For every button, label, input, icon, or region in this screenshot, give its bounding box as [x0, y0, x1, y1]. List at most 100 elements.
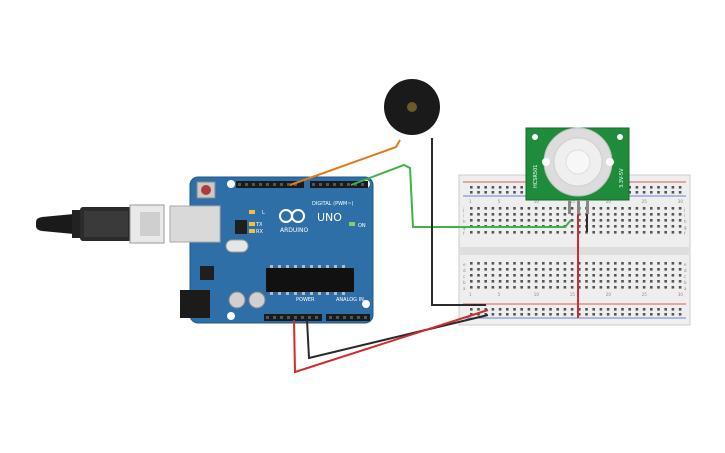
- breadboard-hole: [484, 191, 487, 194]
- breadboard-hole: [477, 308, 480, 311]
- breadboard-hole: [527, 213, 531, 216]
- breadboard-hole: [556, 207, 559, 210]
- breadboard-row-letter: a: [463, 286, 466, 291]
- breadboard-hole: [592, 207, 595, 210]
- breadboard-hole: [621, 207, 624, 210]
- breadboard-hole: [563, 231, 567, 234]
- breadboard-hole: [599, 219, 603, 222]
- breadboard-hole: [635, 225, 639, 228]
- breadboard-hole: [498, 213, 502, 216]
- breadboard-hole: [642, 191, 646, 194]
- breadboard-column-number: 5: [498, 292, 501, 297]
- breadboard-hole: [570, 313, 574, 316]
- breadboard-hole: [614, 308, 617, 311]
- breadboard-hole: [527, 313, 531, 316]
- breadboard-hole: [549, 313, 552, 316]
- breadboard-hole: [513, 274, 516, 277]
- breadboard-hole: [563, 313, 567, 316]
- breadboard-row-letter: j: [683, 207, 685, 212]
- breadboard-hole: [534, 213, 538, 216]
- breadboard-hole: [606, 274, 610, 277]
- breadboard-hole: [606, 268, 610, 271]
- breadboard-hole: [678, 268, 682, 271]
- breadboard-hole: [470, 274, 473, 277]
- breadboard-hole: [506, 274, 509, 277]
- breadboard-hole: [563, 213, 567, 216]
- breadboard-hole: [578, 274, 581, 277]
- breadboard-hole: [621, 308, 624, 311]
- breadboard-hole: [628, 262, 631, 265]
- breadboard-hole: [520, 191, 523, 194]
- breadboard-hole: [614, 286, 617, 289]
- breadboard-hole: [477, 213, 480, 216]
- breadboard-hole: [614, 213, 617, 216]
- breadboard-hole: [628, 313, 631, 316]
- breadboard-hole: [578, 262, 581, 265]
- breadboard-hole: [650, 219, 653, 222]
- breadboard-hole: [650, 313, 653, 316]
- breadboard-hole: [556, 286, 559, 289]
- breadboard-hole: [491, 268, 495, 271]
- breadboard-hole: [513, 213, 516, 216]
- breadboard-hole: [470, 280, 473, 283]
- breadboard-hole: [621, 219, 624, 222]
- breadboard-hole: [534, 231, 538, 234]
- breadboard-hole: [570, 219, 574, 222]
- breadboard-hole: [570, 268, 574, 271]
- breadboard-hole: [498, 219, 502, 222]
- breadboard-hole: [671, 262, 675, 265]
- analog-label: ANALOG IN: [336, 297, 364, 303]
- breadboard-hole: [635, 186, 639, 189]
- breadboard-hole: [657, 313, 660, 316]
- breadboard-hole: [635, 280, 639, 283]
- breadboard-hole: [498, 191, 502, 194]
- breadboard-hole: [477, 231, 480, 234]
- breadboard-hole: [599, 280, 603, 283]
- breadboard-hole: [542, 274, 545, 277]
- breadboard-hole: [513, 286, 516, 289]
- breadboard-hole: [498, 231, 502, 234]
- breadboard-hole: [563, 207, 567, 210]
- breadboard-hole: [628, 219, 631, 222]
- breadboard-hole: [513, 231, 516, 234]
- breadboard-hole: [657, 231, 660, 234]
- breadboard-column-number: 25: [642, 199, 648, 204]
- breadboard-hole: [678, 286, 682, 289]
- breadboard-hole: [491, 213, 495, 216]
- breadboard-hole: [614, 225, 617, 228]
- breadboard-hole: [650, 225, 653, 228]
- breadboard-hole: [570, 225, 574, 228]
- breadboard-hole: [570, 231, 574, 234]
- breadboard-hole: [635, 262, 639, 265]
- breadboard-hole: [585, 268, 588, 271]
- breadboard-hole: [642, 262, 646, 265]
- breadboard-hole: [592, 286, 595, 289]
- breadboard-hole: [650, 213, 653, 216]
- breadboard-hole: [657, 219, 660, 222]
- breadboard-hole: [527, 286, 531, 289]
- breadboard-hole: [484, 262, 487, 265]
- breadboard-hole: [534, 219, 538, 222]
- breadboard-hole: [513, 262, 516, 265]
- breadboard-hole: [650, 191, 653, 194]
- breadboard-hole: [664, 286, 667, 289]
- breadboard-hole: [542, 280, 545, 283]
- breadboard-hole: [520, 280, 523, 283]
- breadboard-hole: [599, 313, 603, 316]
- breadboard-hole: [642, 268, 646, 271]
- breadboard-hole: [506, 286, 509, 289]
- breadboard-hole: [599, 308, 603, 311]
- breadboard-hole: [570, 262, 574, 265]
- breadboard-hole: [592, 268, 595, 271]
- breadboard-hole: [520, 313, 523, 316]
- breadboard-hole: [578, 280, 581, 283]
- breadboard-hole: [671, 280, 675, 283]
- breadboard-row-letter: e: [684, 262, 687, 267]
- breadboard-hole: [477, 191, 480, 194]
- breadboard-hole: [534, 313, 538, 316]
- breadboard-hole: [520, 286, 523, 289]
- breadboard-hole: [678, 308, 682, 311]
- breadboard-hole: [578, 313, 581, 316]
- breadboard-hole: [635, 308, 639, 311]
- breadboard-hole: [484, 268, 487, 271]
